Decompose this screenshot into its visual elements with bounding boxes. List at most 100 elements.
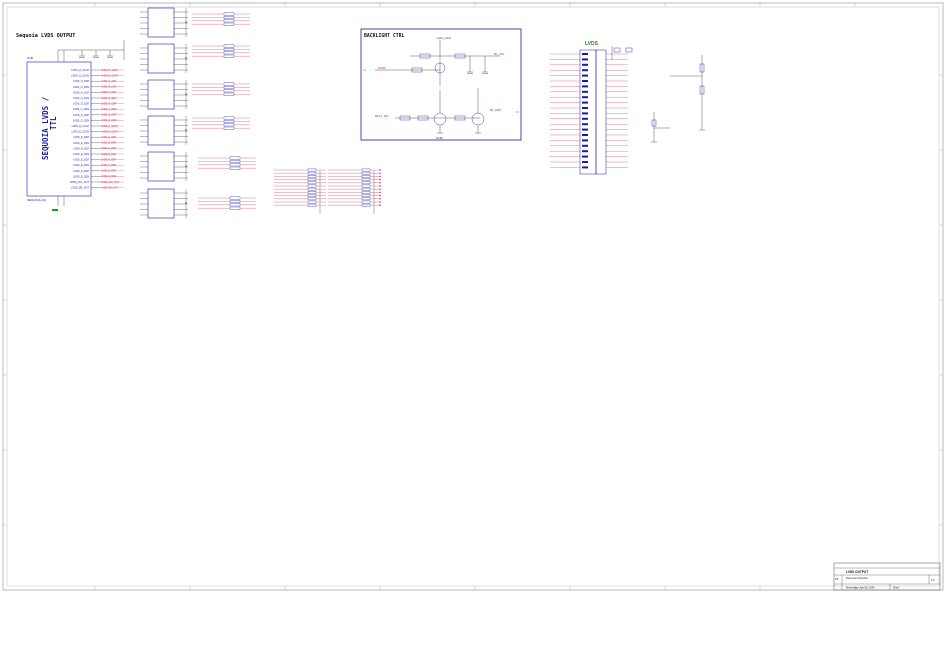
resistor	[229, 196, 241, 200]
ic-pin-net: LVDS_E_CLKN	[101, 130, 118, 133]
title-block-size: A3	[835, 577, 839, 581]
ic-pin-net: LVDS_O_D0N	[101, 86, 117, 89]
ic-pin-label: LVDS_E_D0P	[73, 136, 89, 139]
ic-pin-net: LVDS_O_D2N	[101, 108, 117, 111]
ic-pin-net: LVDS_E_D3N	[101, 175, 116, 178]
resistor	[223, 48, 235, 51]
resistor	[229, 203, 241, 207]
title-block-rev: 1.0	[931, 578, 935, 582]
ic-pin-net: LVDS_O_D1P	[101, 91, 117, 94]
resistor	[223, 82, 235, 86]
backlight-ctrl-box: BACKLIGHT CTRL	[360, 28, 522, 141]
main-ic-label-1: SEQUOIA LVDS /	[41, 96, 50, 160]
resistor	[223, 19, 235, 23]
ic-pin-net: LVDS_E_D1N	[101, 153, 116, 156]
resistor	[223, 16, 235, 19]
ic-pin-net: LVDS_O_CLKP	[101, 69, 118, 72]
resistor	[229, 200, 241, 203]
resistor	[229, 160, 241, 163]
ic-pin-label: LVDS_O_D2N	[73, 108, 89, 111]
ic-pin-label: LVDS_O_D2P	[73, 103, 89, 106]
ic-pin-label: LVDS_O_D3P	[73, 114, 89, 117]
zone-ticks	[3, 3, 943, 590]
ic-pin-net: LVDS_E_CLKP	[101, 125, 118, 128]
ic-pin-net: LVDS_O_D0P	[101, 80, 117, 83]
resistor	[223, 92, 235, 96]
resistor	[223, 126, 235, 130]
ic-pin-net: LVDS_E_D2P	[101, 158, 116, 161]
ic-pin-net: LVDS_DE_OUT	[101, 186, 119, 189]
ic-pin-net: LVDS_CLK_OUT	[101, 181, 120, 184]
ic-pin-net: LVDS_O_D3P	[101, 114, 117, 117]
ic-pin-label: LVDS_O_CLKP	[71, 69, 89, 72]
resistor	[229, 163, 241, 167]
resistor	[229, 156, 241, 160]
resistor	[229, 206, 241, 210]
bl-net-on: BL_ON	[494, 52, 504, 56]
bl-net-dim: BL_DIM	[490, 108, 501, 112]
ic-pin-net: LVDS_E_D2N	[101, 164, 116, 167]
ic-pin-net: LVDS_O_D3N	[101, 119, 117, 122]
ic-pin-net: LVDS_E_D3P	[101, 170, 116, 173]
ic-pin-label: LVDS_E_D1N	[73, 153, 89, 156]
resistor	[229, 166, 241, 170]
resistor	[223, 12, 235, 16]
lvds-connector: LVDS	[550, 41, 633, 175]
middle-resistor-arrays	[274, 168, 381, 214]
ic-pin-label: LVDS_O_D1N	[73, 97, 89, 100]
ic-pin-net: LVDS_E_D0P	[101, 136, 116, 139]
buffer-ic	[147, 79, 175, 110]
outer-border	[2, 2, 944, 591]
resistor	[223, 86, 235, 89]
resistor	[223, 120, 235, 123]
main-ic-label-2: TTL	[49, 116, 58, 130]
lvds-connector-title: LVDS	[585, 41, 599, 47]
title-block-title: LVDS OUTPUT	[846, 570, 868, 574]
ic-pin-net: LVDS_E_D0N	[101, 142, 116, 145]
ic-pin-label: LVDS_E_CLKN	[72, 131, 90, 134]
resistor	[223, 116, 235, 120]
ic-pin-net: LVDS_O_D1N	[101, 97, 117, 100]
ic-pin-net: LVDS_E_D1P	[101, 147, 116, 150]
backlight-title: BACKLIGHT CTRL	[364, 33, 405, 39]
bl-net-gnd: GND	[436, 136, 444, 140]
ic-pin-label: LVDS_O_D1P	[73, 91, 89, 94]
ic-pin-label: LVDS_E_D1P	[73, 147, 89, 150]
main-ic-part: SEQUOIA-SQ	[27, 198, 47, 202]
resistor	[223, 51, 235, 55]
bl-net-pwm: PWM	[378, 66, 386, 70]
title-block-company: Document Number	[846, 576, 868, 580]
resistor	[223, 54, 235, 58]
title-block-date: Wednesday, April 02, 2014	[846, 587, 875, 590]
ic-pin-label: LVDS_E_CLKP	[72, 125, 90, 128]
decoupling-caps-top	[58, 40, 125, 60]
lvds-output-title: Sequoia LVDS OUTPUT	[16, 33, 75, 39]
bl-net-vcc: +12V_VCC	[436, 36, 452, 40]
ic-pin-label: LVDS_E_D0N	[73, 142, 89, 145]
resistor-networks	[192, 12, 256, 210]
buffer-ic	[147, 188, 175, 219]
ic-pin-label: LVDS_E_D2N	[73, 164, 89, 167]
buffer-ic	[147, 115, 175, 146]
ic-pin-label: LVDS_E_D3P	[73, 170, 89, 173]
ic-pin-net: LVDS_O_CLKN	[101, 74, 118, 77]
buffer-ic-column	[140, 7, 188, 219]
ic-pin-net: LVDS_O_D2P	[101, 102, 117, 105]
title-block-sheet: Sheet	[893, 587, 900, 590]
main-ic-ref: U1B	[27, 56, 33, 60]
resistor	[223, 44, 235, 48]
ic-pin-label: LVDS_DE_OUT	[71, 187, 89, 190]
ic-pin-label: LVDS_O_D0P	[73, 80, 89, 83]
buffer-ic	[147, 151, 175, 182]
ic-pin-label: LVDS_CLK_OUT	[70, 181, 90, 184]
right-misc-parts	[651, 55, 705, 143]
ic-pin-label: LVDS_E_D2P	[73, 159, 89, 162]
bl-net-en: BKLT_EN	[375, 114, 388, 118]
ic-pin-label: LVDS_E_D3N	[73, 175, 89, 178]
ic-pin-label: LVDS_O_D3N	[73, 119, 89, 122]
resistor	[223, 22, 235, 26]
main-ic-block: U1B SEQUOIA-SQ SEQUOIA LVDS / TTL LVDS_O…	[26, 50, 124, 211]
inner-border	[6, 6, 940, 587]
resistor	[223, 123, 235, 127]
